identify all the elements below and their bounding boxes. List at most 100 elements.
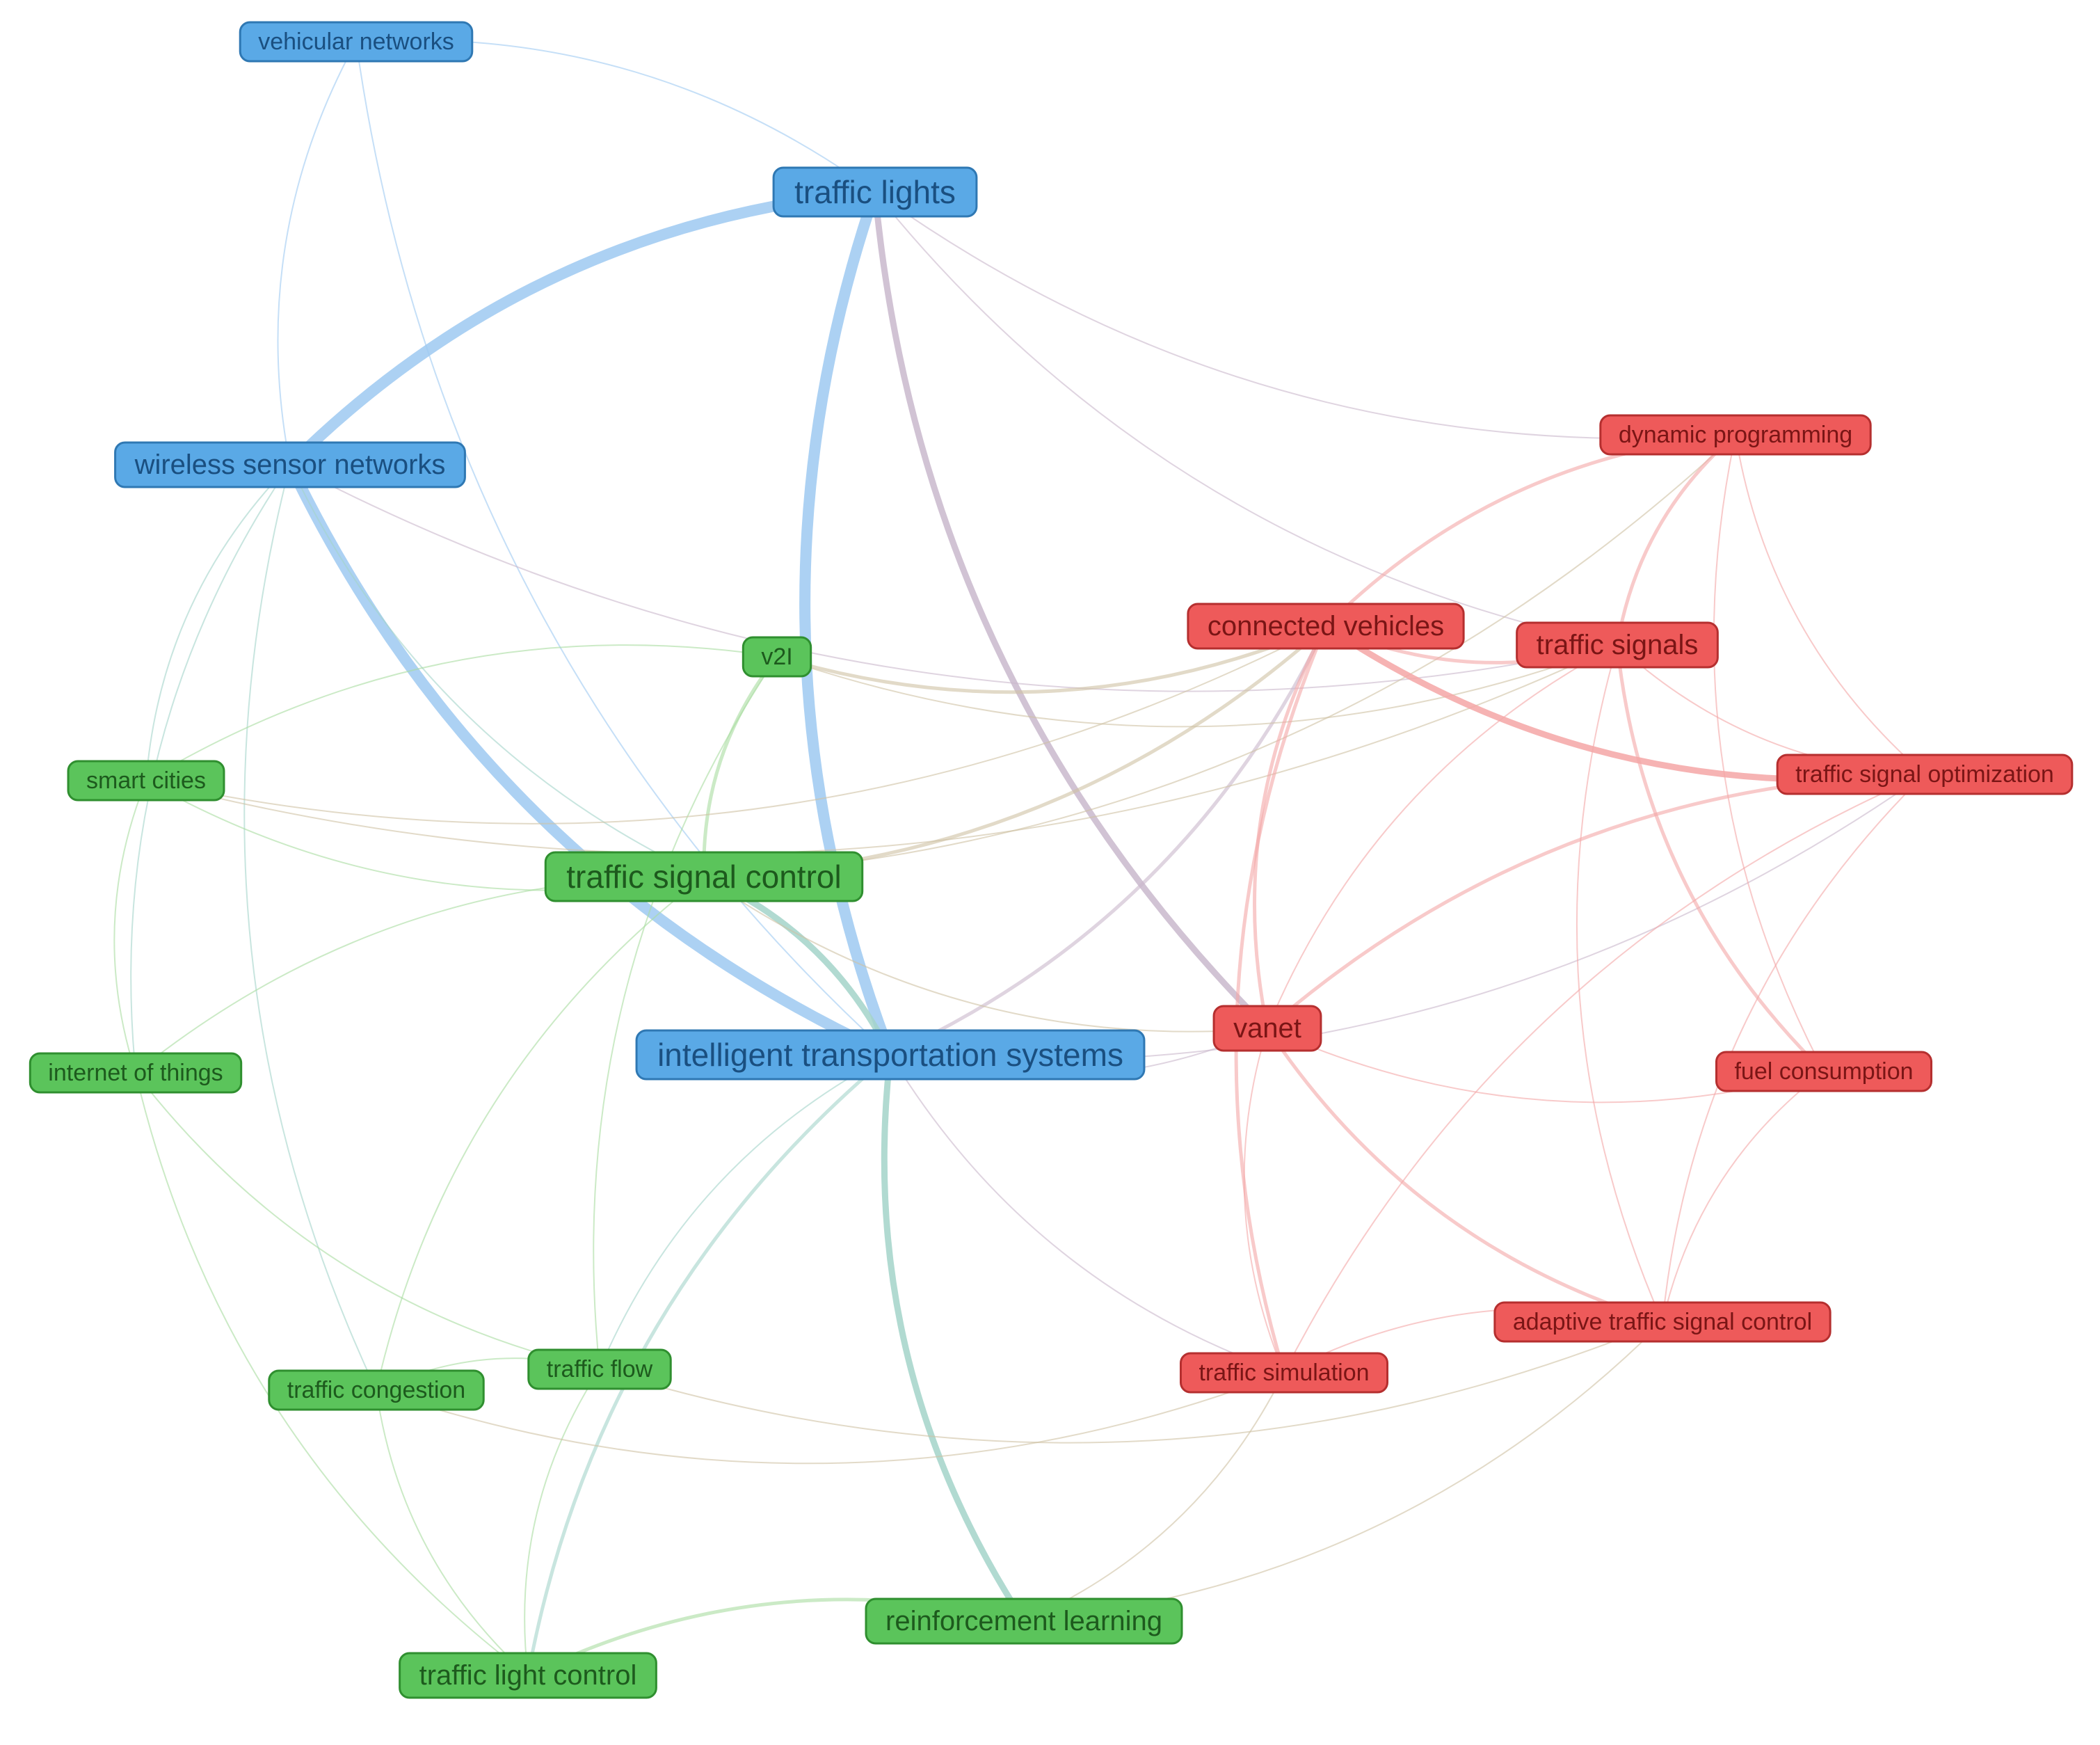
link-dynamic-programming--traffic-signals	[1615, 433, 1738, 647]
node-box	[1212, 1005, 1322, 1052]
node-label: intelligent transportation systems	[657, 1037, 1123, 1073]
node-box	[527, 1348, 672, 1390]
link-connected-vehicles--vanet	[1253, 624, 1328, 1030]
link-traffic-signals--fuel-consumption	[1615, 643, 1826, 1074]
node-box	[239, 21, 474, 63]
link-traffic-signal-optimization--adaptive-traffic-signal-control	[1662, 774, 1925, 1323]
link-traffic-lights--vanet	[872, 189, 1271, 1032]
link-wireless-sensor-networks--traffic-congestion	[243, 464, 377, 1391]
link-layer	[113, 39, 1928, 1678]
link-v2i--traffic-signal-control	[702, 655, 779, 879]
link-v2i--traffic-flow	[593, 656, 778, 1370]
link-intelligent-transportation-systems--traffic-flow	[599, 1054, 891, 1370]
node-box	[67, 760, 225, 802]
node-label: vehicular networks	[258, 29, 454, 55]
node-intelligent-transportation-systems[interactable]: intelligent transportation systems	[635, 1029, 1146, 1081]
link-traffic-lights--traffic-signals	[874, 191, 1618, 646]
node-traffic-lights[interactable]: traffic lights	[772, 166, 978, 218]
node-label: connected vehicles	[1208, 611, 1444, 642]
node-traffic-signal-control[interactable]: traffic signal control	[544, 851, 864, 902]
node-wireless-sensor-networks[interactable]: wireless sensor networks	[114, 441, 466, 488]
node-label: traffic signal control	[566, 859, 841, 895]
link-v2i--smart-cities	[145, 644, 778, 781]
node-vanet[interactable]: vanet	[1212, 1005, 1322, 1052]
link-reinforcement-learning--traffic-simulation	[1023, 1372, 1285, 1622]
node-label: traffic light control	[419, 1660, 637, 1691]
link-v2i--connected-vehicles	[775, 624, 1328, 694]
link-wireless-sensor-networks--smart-cities	[145, 464, 291, 781]
node-dynamic-programming[interactable]: dynamic programming	[1599, 414, 1872, 456]
node-label: fuel consumption	[1734, 1058, 1913, 1085]
node-box	[1516, 621, 1719, 669]
node-label: v2I	[761, 644, 792, 670]
node-traffic-flow[interactable]: traffic flow	[527, 1348, 672, 1390]
node-box	[1715, 1051, 1933, 1092]
node-label: traffic flow	[547, 1356, 653, 1383]
node-label: traffic signal optimization	[1795, 761, 2054, 788]
node-smart-cities[interactable]: smart cities	[67, 760, 225, 802]
link-connected-vehicles--traffic-simulation	[1234, 624, 1328, 1375]
node-traffic-light-control[interactable]: traffic light control	[399, 1652, 657, 1699]
link-smart-cities--connected-vehicles	[145, 626, 1326, 824]
link-traffic-signal-control--traffic-congestion	[376, 876, 705, 1391]
node-box	[1187, 603, 1465, 650]
node-box	[1776, 754, 2074, 795]
node-box	[1493, 1301, 1832, 1343]
node-label: traffic simulation	[1199, 1360, 1369, 1386]
node-box	[399, 1652, 657, 1699]
node-fuel-consumption[interactable]: fuel consumption	[1715, 1051, 1933, 1092]
link-vehicular-networks--intelligent-transportation-systems	[355, 41, 891, 1055]
node-label: adaptive traffic signal control	[1513, 1309, 1812, 1335]
node-box	[1599, 414, 1872, 456]
node-label: dynamic programming	[1619, 422, 1852, 448]
link-smart-cities--internet-of-things	[113, 780, 147, 1074]
node-adaptive-traffic-signal-control[interactable]: adaptive traffic signal control	[1493, 1301, 1832, 1343]
link-traffic-signal-control--dynamic-programming	[703, 434, 1736, 877]
link-traffic-signals--vanet	[1267, 644, 1618, 1029]
link-traffic-signals--adaptive-traffic-signal-control	[1576, 644, 1663, 1323]
node-reinforcement-learning[interactable]: reinforcement learning	[865, 1597, 1183, 1645]
link-traffic-lights--dynamic-programming	[874, 191, 1736, 440]
node-traffic-simulation[interactable]: traffic simulation	[1179, 1352, 1389, 1394]
node-traffic-signals[interactable]: traffic signals	[1516, 621, 1719, 669]
node-box	[772, 166, 978, 218]
link-internet-of-things--traffic-flow	[135, 1072, 600, 1370]
node-internet-of-things[interactable]: internet of things	[29, 1052, 243, 1094]
link-traffic-signal-control--vanet	[703, 876, 1268, 1033]
link-wireless-sensor-networks--traffic-signals	[289, 464, 1618, 692]
node-label: traffic signals	[1537, 630, 1699, 660]
node-box	[29, 1052, 243, 1094]
link-traffic-signal-control--internet-of-things	[135, 875, 705, 1074]
link-v2i--traffic-signals	[776, 644, 1618, 728]
link-traffic-signal-optimization--vanet	[1265, 772, 1927, 1030]
link-traffic-congestion--traffic-simulation	[376, 1372, 1285, 1465]
link-wireless-sensor-networks--internet-of-things	[130, 464, 291, 1074]
node-vehicular-networks[interactable]: vehicular networks	[239, 21, 474, 63]
node-traffic-congestion[interactable]: traffic congestion	[268, 1369, 485, 1411]
node-label: traffic lights	[794, 174, 956, 210]
link-intelligent-transportation-systems--connected-vehicles	[888, 624, 1328, 1057]
node-v2i[interactable]: v2I	[742, 636, 812, 678]
node-box	[114, 441, 466, 488]
node-box	[268, 1369, 485, 1411]
link-intelligent-transportation-systems--traffic-signal-optimization	[890, 774, 1925, 1062]
link-traffic-congestion--traffic-light-control	[376, 1389, 529, 1676]
node-label: vanet	[1233, 1013, 1301, 1044]
link-traffic-lights--intelligent-transportation-systems	[799, 186, 896, 1060]
link-traffic-flow--adaptive-traffic-signal-control	[599, 1321, 1663, 1444]
node-box	[865, 1597, 1183, 1645]
node-label: internet of things	[48, 1060, 223, 1086]
node-box	[635, 1029, 1146, 1081]
link-traffic-lights--wireless-sensor-networks	[284, 186, 881, 470]
link-dynamic-programming--connected-vehicles	[1324, 433, 1738, 628]
link-intelligent-transportation-systems--traffic-light-control	[526, 1053, 892, 1678]
node-traffic-signal-optimization[interactable]: traffic signal optimization	[1776, 754, 2074, 795]
link-vehicular-networks--wireless-sensor-networks	[277, 41, 357, 465]
link-dynamic-programming--traffic-signal-optimization	[1735, 434, 1925, 775]
node-label: reinforcement learning	[885, 1606, 1162, 1636]
link-traffic-signal-optimization--traffic-simulation	[1283, 774, 1925, 1373]
node-label: traffic congestion	[287, 1377, 465, 1403]
node-box	[544, 851, 864, 902]
node-connected-vehicles[interactable]: connected vehicles	[1187, 603, 1465, 650]
